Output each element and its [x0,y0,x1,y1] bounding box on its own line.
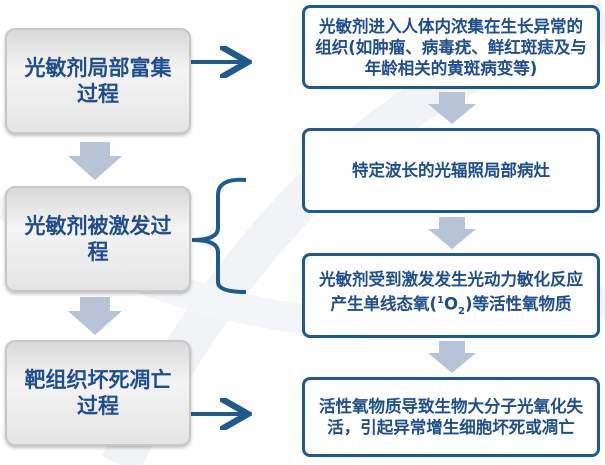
down-arrows [68,92,476,373]
stage-label: 光敏剂被激发过程 [24,214,172,264]
step-photosensitization: 光敏剂受到激发发生光动力敏化反应产生单线态氧(1O2)等活性氧物质 [302,253,600,338]
step-irradiation: 特定波长的光辐照局部病灶 [302,128,600,213]
down-arrow-right-3 [428,341,476,373]
stage-necrosis: 靶组织坏死凋亡过程 [5,340,191,446]
oxygen-symbol: O [443,294,459,314]
down-arrow-left-1 [68,142,122,180]
down-arrow-right-1 [428,92,476,124]
step-text: 光敏剂受到激发发生光动力敏化反应产生单线态氧( [319,270,583,314]
superscript: 1 [437,295,444,307]
step-label: 活性氧物质导致生物大分子光氧化失活，引起异常增生细胞坏死或凋亡 [319,397,583,437]
step-label: 光敏剂进入人体内浓集在生长异常的组织(如肿瘤、病毒疣、鲜红斑痣及与年龄相关的黄斑… [315,16,587,78]
subscript: 2 [458,305,465,317]
stage-label: 光敏剂局部富集过程 [24,56,172,106]
step-text: )等活性氧物质 [464,294,572,314]
step-cell-death: 活性氧物质导致生物大分子光氧化失活，引起异常增生细胞坏死或凋亡 [302,377,600,457]
down-arrow-right-2 [428,217,476,249]
bracket-connector [191,177,247,294]
stage-label: 靶组织坏死凋亡过程 [24,368,172,418]
step-label: 光敏剂受到激发发生光动力敏化反应产生单线态氧(1O2)等活性氧物质 [311,269,591,322]
stage-excitation: 光敏剂被激发过程 [5,186,191,292]
step-accumulation: 光敏剂进入人体内浓集在生长异常的组织(如肿瘤、病毒疣、鲜红斑痣及与年龄相关的黄斑… [302,5,600,89]
stage-enrichment: 光敏剂局部富集过程 [5,28,191,134]
step-label: 特定波长的光辐照局部病灶 [352,161,550,180]
down-arrow-left-2 [68,297,122,335]
